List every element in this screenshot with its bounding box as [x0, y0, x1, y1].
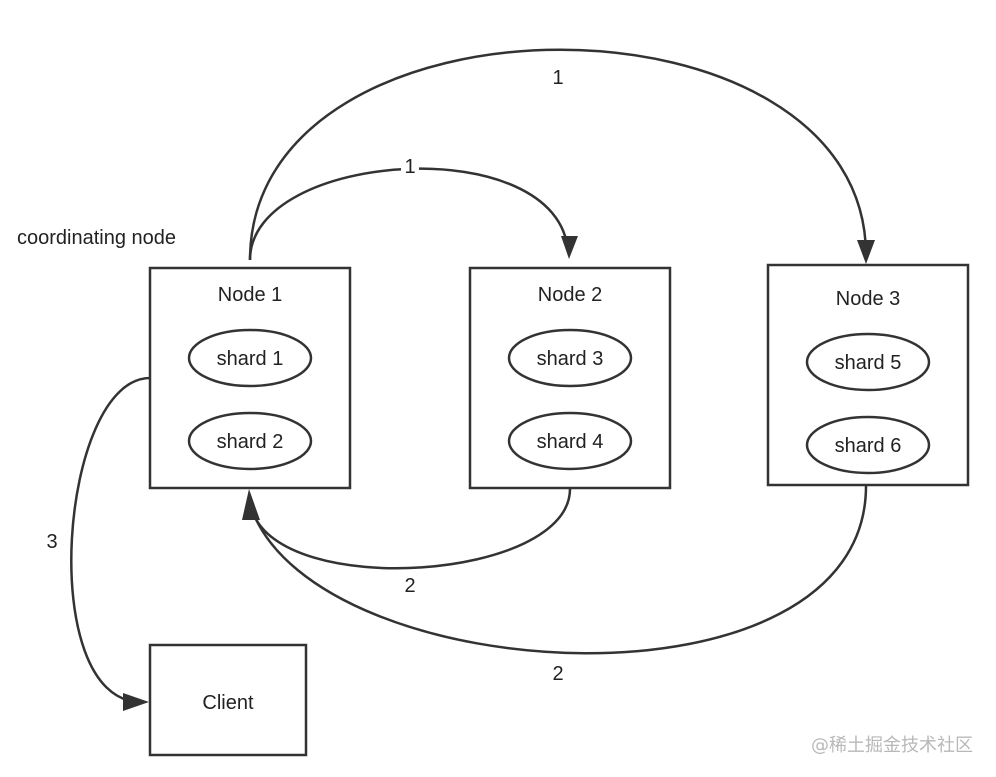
- arrowhead-node2: [561, 236, 578, 259]
- edge-label-node1-node3: 1: [552, 67, 563, 89]
- client-box: [148, 643, 308, 757]
- node-3-title: Node 3: [836, 288, 901, 310]
- edge-labels: 1 1 2 2 3: [43, 66, 567, 685]
- shard-2-ellipse: [187, 411, 313, 471]
- edge-label-node2-node1: 2: [404, 575, 415, 597]
- coordinating-node-label: coordinating node: [17, 227, 176, 249]
- edge-node1-to-client: [70, 376, 151, 704]
- edge-node2-to-node1: [250, 488, 572, 570]
- shard-5-ellipse: [805, 332, 931, 392]
- arrowhead-node1: [242, 489, 260, 520]
- client: Client: [148, 643, 308, 757]
- node-3: Node 3 shard 5 shard 6: [766, 263, 970, 487]
- shard-3-label: shard 3: [537, 348, 604, 370]
- shard-6-ellipse: [805, 415, 931, 475]
- edge-label-node1-node2: 1: [404, 156, 415, 178]
- client-label: Client: [202, 692, 254, 714]
- node-1: Node 1 shard 1 shard 2: [148, 266, 352, 490]
- edge-label-node3-node1: 2: [552, 663, 563, 685]
- watermark: @稀土掘金技术社区: [811, 735, 973, 756]
- shard-6-label: shard 6: [835, 435, 902, 457]
- edge-node1-to-node3: [248, 48, 868, 261]
- shard-1-ellipse: [187, 328, 313, 388]
- shard-4-label: shard 4: [537, 431, 604, 453]
- node-2: Node 2 shard 3 shard 4: [468, 266, 672, 490]
- shard-3-ellipse: [507, 328, 633, 388]
- shard-5-label: shard 5: [835, 352, 902, 374]
- edge-label-node1-client: 3: [46, 531, 57, 553]
- node-2-title: Node 2: [538, 284, 603, 306]
- shard-4-ellipse: [507, 411, 633, 471]
- shard-1-label: shard 1: [217, 348, 284, 370]
- shard-2-label: shard 2: [217, 431, 284, 453]
- edge-node1-to-node2: [248, 167, 570, 261]
- edge-node3-to-node1: [250, 485, 868, 655]
- arrowhead-client: [123, 693, 149, 711]
- arrowhead-node3: [857, 240, 875, 264]
- node-1-title: Node 1: [218, 284, 283, 306]
